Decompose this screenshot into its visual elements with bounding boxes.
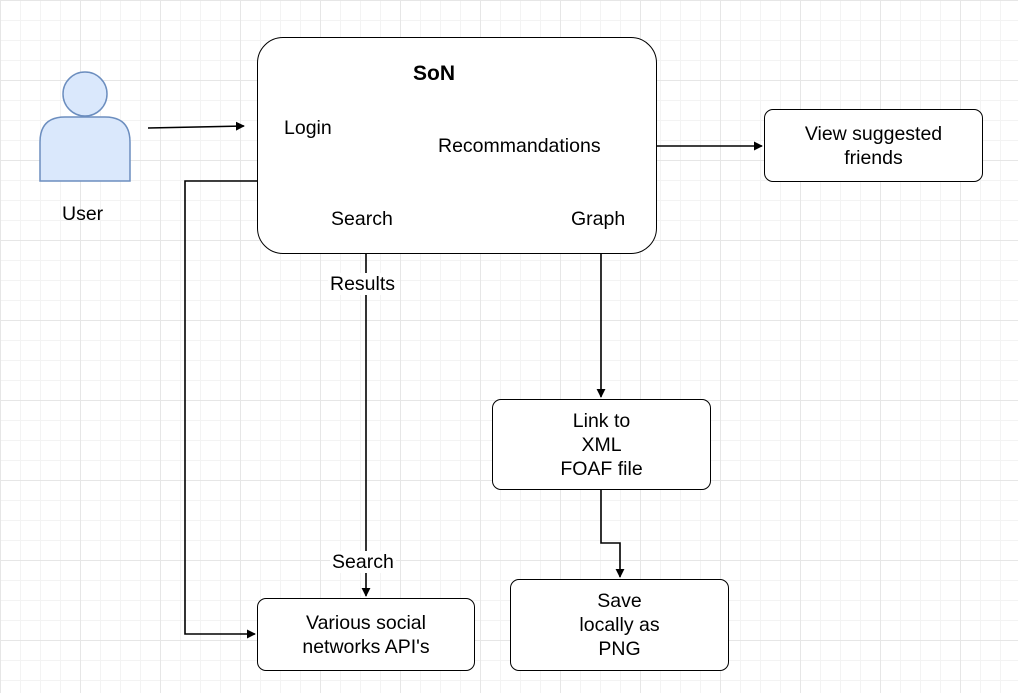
son-search: Search	[331, 208, 393, 230]
user-actor-icon	[39, 71, 131, 182]
son-graph: Graph	[571, 208, 626, 230]
edge-label-results: Results	[328, 273, 398, 295]
son-title: SoN	[413, 62, 455, 85]
link-foaf-file-box: Link to XML FOAF file	[492, 399, 711, 490]
son-login: Login	[284, 117, 332, 139]
son-app-box	[257, 37, 657, 254]
son-recommendations: Recommandations	[438, 135, 601, 157]
edge-foaf-to-png	[600, 489, 625, 578]
edge-user-to-login	[147, 121, 245, 131]
social-networks-api-box: Various social networks API's	[257, 598, 475, 671]
edge-label-search: Search	[330, 551, 396, 573]
user-label: User	[62, 203, 104, 225]
view-suggested-friends-box: View suggested friends	[764, 109, 983, 182]
save-png-box: Save locally as PNG	[510, 579, 729, 671]
